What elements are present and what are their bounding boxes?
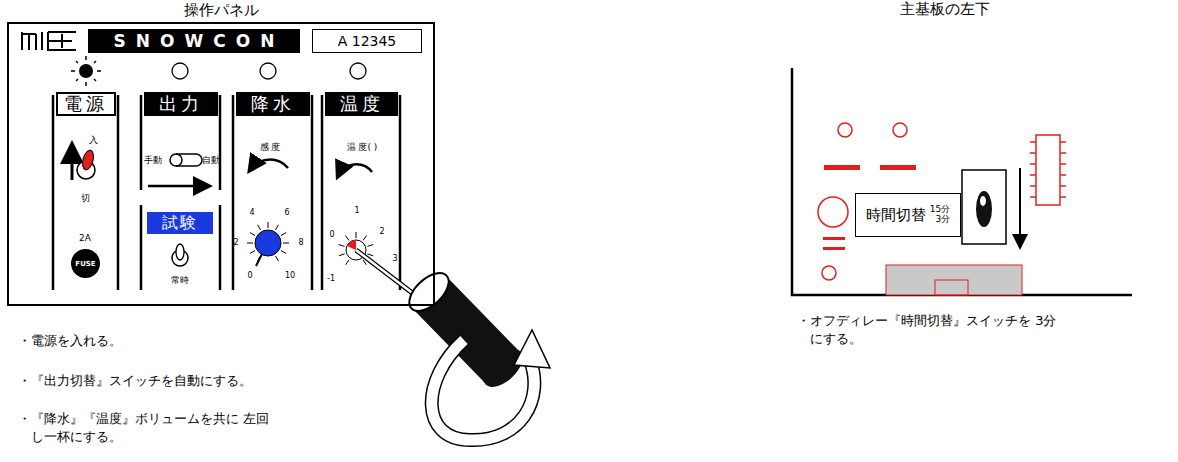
main-board: [792, 68, 1132, 295]
board-title: 主基板の左下: [900, 1, 990, 18]
instruction-note: ・電源を入れる。: [18, 332, 361, 350]
node-text: 電源: [64, 92, 108, 116]
control-panel: 操作パネルSNOWCONA 12345電源出力降水温度試験FUSE: [7, 22, 435, 306]
time-switch-box: 時間切替15分3分: [855, 193, 961, 237]
fuse-rating: 2A: [79, 233, 91, 243]
scale-number: 0: [247, 271, 252, 280]
scale-number: 8: [298, 238, 303, 247]
switch-option: 15分: [930, 205, 950, 215]
node-text: A 12345: [338, 33, 397, 49]
node-text: 出力: [159, 92, 203, 116]
switch-options: 15分3分: [930, 205, 950, 225]
fuse-circle: FUSE: [71, 249, 100, 278]
switch-label: 切: [81, 193, 90, 203]
scale-number: 6: [284, 208, 289, 217]
mode-label: 自動: [202, 155, 220, 165]
power-header: 電源: [56, 92, 116, 116]
instruction-note: ・『出力切替』スイッチを自動にする。: [18, 372, 361, 390]
scale-number: 2: [379, 227, 384, 236]
dial-label: 温 度( ): [347, 142, 378, 152]
power-switch: [72, 146, 95, 180]
test-switch: [172, 244, 188, 266]
scale-number: 10: [285, 271, 295, 280]
switch-label: 入: [89, 135, 98, 145]
node-text: 降水: [251, 92, 295, 116]
rain-dial: [247, 160, 289, 266]
switch-name: 時間切替: [866, 206, 926, 225]
node-text: FUSE: [75, 260, 95, 268]
instruction-note: ・オフディレー『時間切替』スイッチを 3分にする。: [797, 312, 1060, 347]
lamps: [71, 56, 366, 86]
node-text: 温度: [340, 92, 384, 116]
scale-number: 1: [354, 206, 359, 215]
scale-number: 4: [249, 208, 254, 217]
switch-option: 3分: [935, 215, 950, 225]
scale-number: 0: [329, 230, 334, 239]
instruction-note: ・『降水』『温度』ボリュームを共に 左回し一杯にする。: [18, 410, 271, 445]
scale-number: 3: [392, 254, 397, 263]
node-text: 試験: [162, 213, 198, 234]
brand-band: SNOWCON: [88, 29, 300, 53]
test-band: 試験: [147, 212, 213, 234]
scale-number: 2: [233, 238, 238, 247]
scale-number: -1: [327, 274, 335, 283]
mode-label: 手動: [144, 155, 162, 165]
serial-box: A 12345: [312, 29, 422, 53]
logo: [22, 32, 76, 50]
panel-title: 操作パネル: [184, 2, 259, 19]
mode-label: 常時: [171, 275, 189, 285]
screwdriver: [356, 250, 550, 440]
node-text: SNOWCON: [114, 31, 285, 51]
output-header: 出力: [144, 92, 218, 116]
temperature-header: 温度: [325, 92, 398, 116]
dial-label: 感 度: [260, 142, 281, 152]
rain-header: 降水: [236, 92, 310, 116]
section-frames: [53, 95, 400, 290]
temperature-dial: [338, 164, 373, 264]
